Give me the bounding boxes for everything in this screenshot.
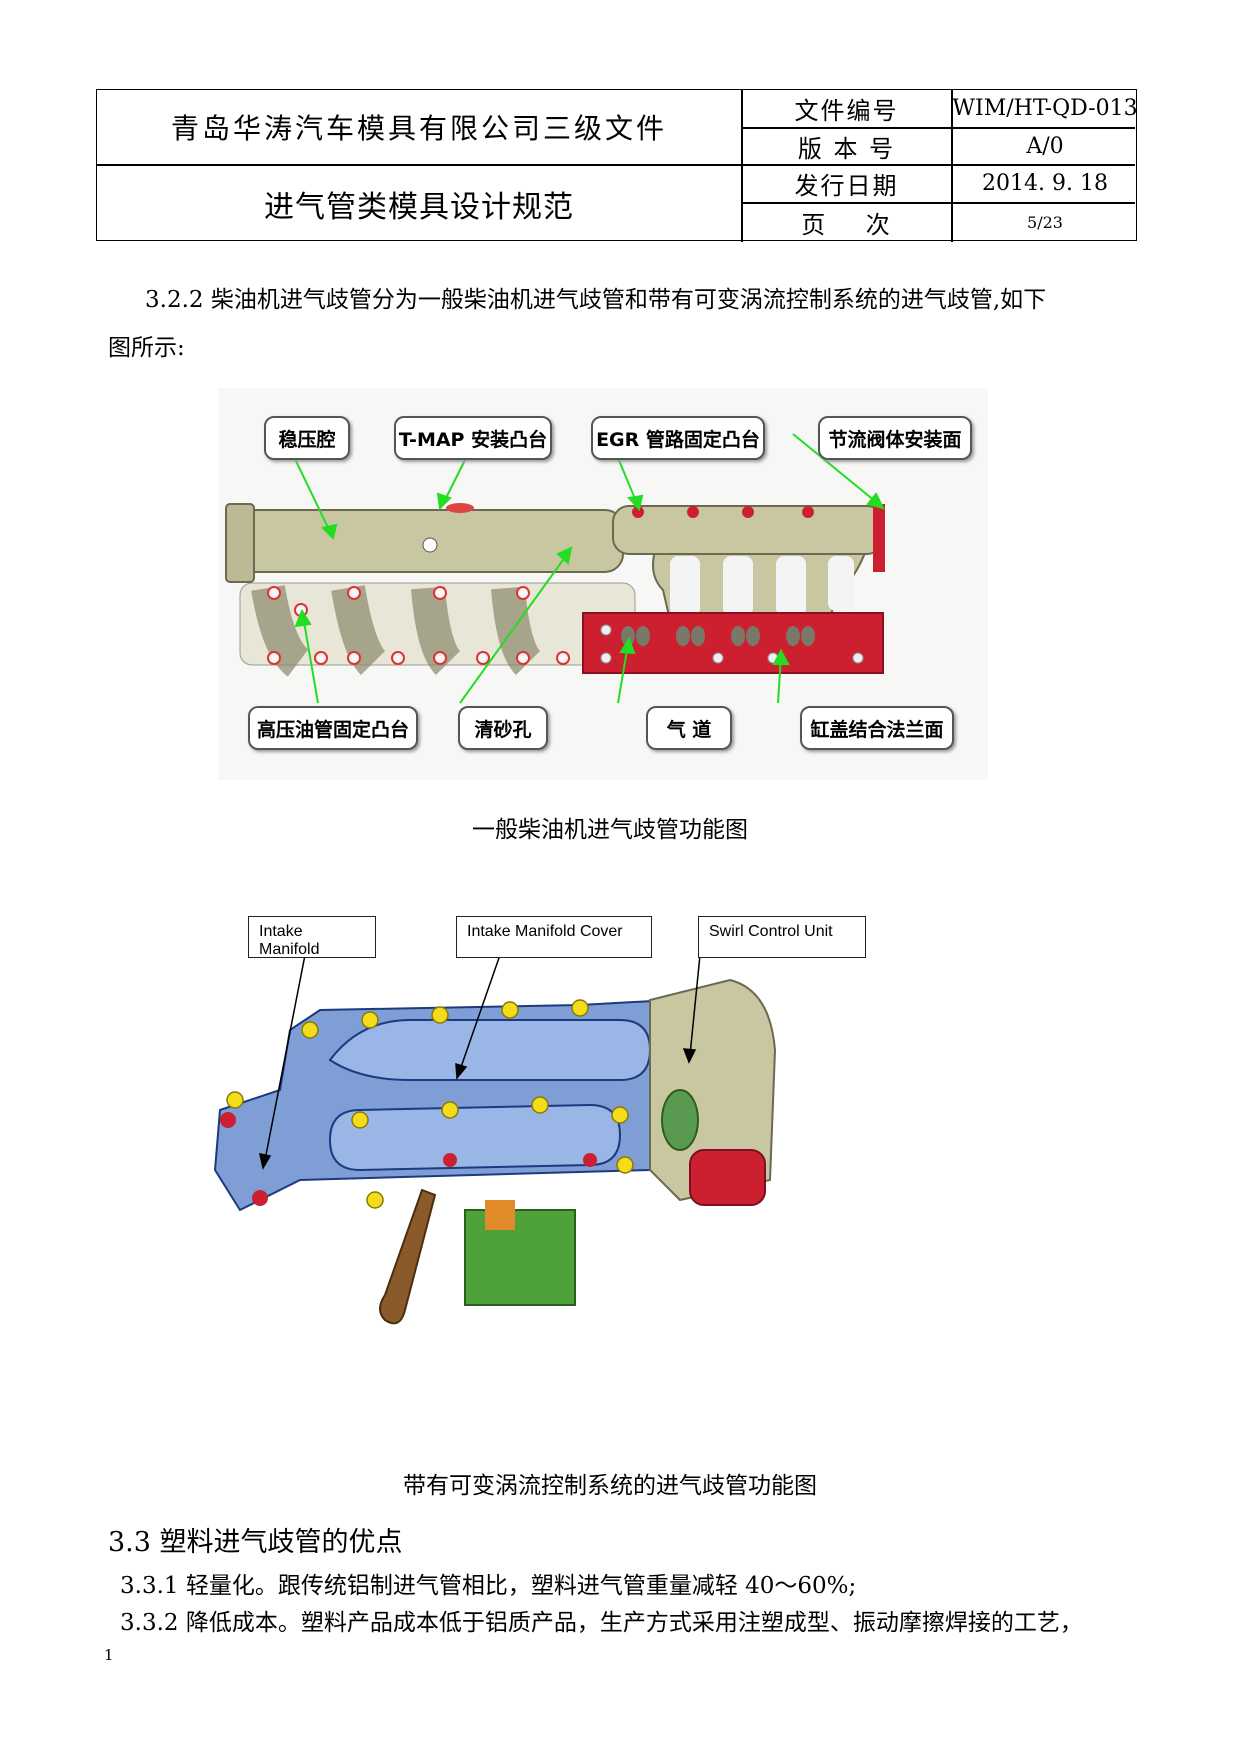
page-label: 页 次 [801,210,892,239]
company-name: 青岛华涛汽车模具有限公司三级文件 [170,112,667,145]
label-egr-boss: EGR 管路固定凸台 [591,416,765,460]
doc-number-value: WIM/HT-QD-013 [952,96,1138,121]
label-fuel-pipe-boss: 高压油管固定凸台 [248,706,418,750]
document-header-table: 青岛华涛汽车模具有限公司三级文件 进气管类模具设计规范 文件编号 WIM/HT-… [96,89,1138,242]
section-heading-3-3: 3.3 塑料进气歧管的优点 [108,1527,403,1558]
label-surge-tank: 稳压腔 [264,416,350,460]
manifold-left-view [225,503,636,677]
label-sand-hole: 清砂孔 [458,706,548,750]
label-tmap-boss: T-MAP 安装凸台 [394,416,552,460]
version-label: 版 本 号 [797,134,896,163]
issue-date-value: 2014. 9. 18 [982,171,1108,196]
diesel-manifold-illustration [225,433,885,704]
label-head-flange: 缸盖结合法兰面 [800,706,954,750]
figure2-caption: 带有可变涡流控制系统的进气歧管功能图 [403,1473,817,1499]
label-manifold-cover: Intake Manifold Cover [456,916,652,958]
label-throttle-face: 节流阀体安装面 [818,416,972,460]
figure1-caption: 一般柴油机进气歧管功能图 [472,817,748,843]
doc-number-label: 文件编号 [794,97,899,125]
issue-date-label: 发行日期 [794,172,899,200]
label-intake-manifold: Intake Manifold [248,916,376,958]
page-footer-number: 1 [104,1646,114,1664]
version-value: A/0 [1026,133,1064,159]
figure-swirl-manifold: Intake Manifold Intake Manifold Cover Sw… [210,910,880,1410]
label-air-passage: 气 道 [646,706,732,750]
item-3-3-2: 3.3.2 降低成本。塑料产品成本低于铝质产品，生产方式采用注塑成型、振动摩擦焊… [120,1610,1083,1636]
document-title: 进气管类模具设计规范 [264,189,574,225]
page-value: 5/23 [1027,212,1063,232]
label-swirl-control-unit: Swirl Control Unit [698,916,866,958]
item-3-3-1: 3.3.1 轻量化。跟传统铝制进气管相比，塑料进气管重量减轻 40～60%; [120,1573,857,1599]
paragraph-3-2-2-line2: 图所示: [108,335,185,361]
figure-diesel-manifold: 稳压腔 T-MAP 安装凸台 EGR 管路固定凸台 节流阀体安装面 高压油管固定… [218,388,988,780]
manifold-right-view [582,504,885,674]
swirl-manifold-illustration [213,954,777,1325]
paragraph-3-2-2-line1: 3.2.2 柴油机进气歧管分为一般柴油机进气歧管和带有可变涡流控制系统的进气歧管… [145,287,1047,313]
